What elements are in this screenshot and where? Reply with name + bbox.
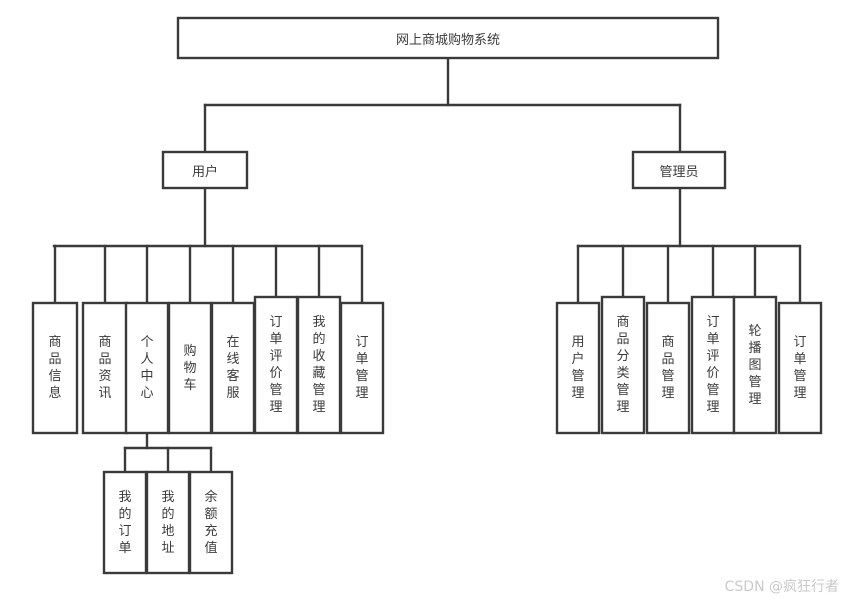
- node-box-商品资讯[interactable]: [81, 301, 129, 435]
- node-box-订单管理[interactable]: [339, 301, 385, 435]
- connector-drops-admin: [576, 244, 802, 305]
- node-box-admin[interactable]: [631, 150, 727, 190]
- node-boxes-layer: [31, 16, 823, 575]
- node-box-admin-订单评价管理[interactable]: [690, 295, 736, 435]
- node-box-admin-订单管理[interactable]: [777, 301, 823, 435]
- node-box-购物车[interactable]: [167, 301, 213, 435]
- connector-drops-personal-center: [123, 446, 213, 474]
- node-box-admin-轮播图管理[interactable]: [732, 295, 778, 435]
- watermark: CSDN @疯狂行者: [724, 579, 839, 595]
- node-box-admin-商品管理[interactable]: [645, 301, 691, 435]
- node-box-user[interactable]: [161, 150, 249, 190]
- node-box-我的收藏管理[interactable]: [296, 295, 342, 435]
- node-box-个人中心[interactable]: [124, 301, 170, 435]
- node-box-在线客服[interactable]: [210, 301, 256, 435]
- node-box-订单评价管理[interactable]: [253, 295, 299, 435]
- node-box-余额充值[interactable]: [188, 470, 234, 575]
- node-box-我的订单[interactable]: [102, 470, 148, 575]
- node-box-商品信息[interactable]: [31, 301, 79, 435]
- node-box-admin-商品分类管理[interactable]: [600, 295, 646, 435]
- node-box-root[interactable]: [176, 16, 720, 60]
- node-box-我的地址[interactable]: [145, 470, 191, 575]
- connector-drops-user: [53, 244, 364, 305]
- node-box-admin-用户管理[interactable]: [555, 301, 601, 435]
